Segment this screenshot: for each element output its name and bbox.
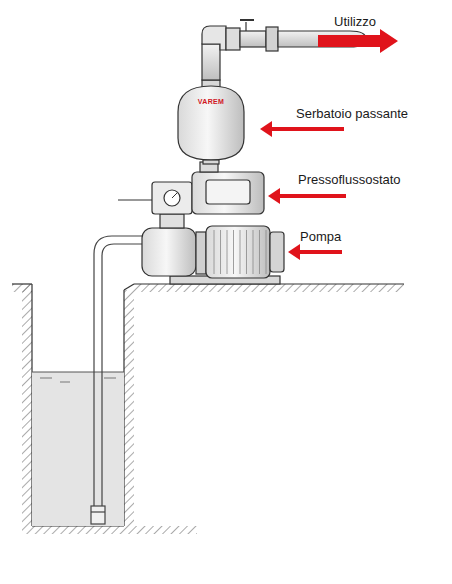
switch-arrow bbox=[268, 188, 346, 204]
part-label: Pompa bbox=[300, 229, 341, 244]
pressure-flow-switch bbox=[118, 162, 264, 214]
ground-well bbox=[12, 284, 404, 534]
outlet-arrow bbox=[318, 29, 398, 53]
pump-body bbox=[142, 214, 284, 284]
through-tank bbox=[178, 80, 244, 164]
suction-pipe bbox=[91, 236, 150, 524]
outlet-pipe bbox=[202, 20, 366, 80]
usage-label: Utilizzo bbox=[334, 14, 376, 29]
tank-arrow bbox=[260, 121, 344, 137]
brand-label: VAREM bbox=[198, 98, 224, 106]
part-label: Pressoflussostato bbox=[298, 172, 401, 187]
pointer-arrows bbox=[260, 29, 398, 260]
pump-arrow bbox=[288, 244, 342, 260]
part-label: Serbatoio passante bbox=[296, 106, 408, 121]
